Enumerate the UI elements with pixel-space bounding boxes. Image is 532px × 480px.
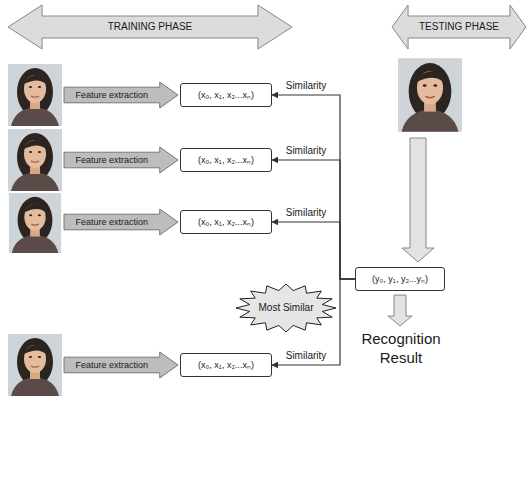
node-text: (x₀, x₁, x₂...xₙ) bbox=[198, 90, 254, 100]
result-label: Recognition Result bbox=[355, 330, 447, 368]
process-arrow: Feature extraction bbox=[64, 352, 178, 378]
face-photo bbox=[8, 334, 62, 396]
fe-shape bbox=[64, 82, 178, 108]
down-arrow bbox=[402, 138, 434, 262]
connector bbox=[272, 95, 355, 279]
face-photo bbox=[8, 129, 62, 191]
process-arrow: Feature extraction bbox=[64, 147, 178, 173]
node-text: Most Similar bbox=[258, 302, 313, 314]
connector bbox=[272, 222, 355, 279]
burst-shape bbox=[236, 284, 336, 332]
fe-shape bbox=[64, 147, 178, 173]
edge-label: Similarity bbox=[284, 350, 329, 361]
feature-vector-box: (x₀, x₁, x₂...xₙ) bbox=[180, 353, 272, 377]
node-text: (y₀, y₁, y₂...yₙ) bbox=[372, 274, 428, 284]
down-arrow bbox=[388, 295, 412, 326]
edge-label: Similarity bbox=[284, 145, 329, 156]
node-text: Feature extraction bbox=[76, 360, 149, 370]
node-text: Feature extraction bbox=[76, 90, 149, 100]
fe-shape bbox=[64, 209, 178, 235]
feature-vector-box: (x₀, x₁, x₂...xₙ) bbox=[180, 148, 272, 172]
node-text: Feature extraction bbox=[76, 155, 149, 165]
starburst-callout: Most Similar bbox=[236, 284, 336, 332]
node-text: TESTING PHASE bbox=[419, 21, 499, 33]
connector bbox=[272, 160, 355, 279]
phase-banner: TESTING PHASE bbox=[392, 5, 526, 49]
test-face-photo bbox=[398, 58, 462, 131]
node-text: (x₀, x₁, x₂...xₙ) bbox=[198, 360, 254, 370]
feature-vector-box: (x₀, x₁, x₂...xₙ) bbox=[180, 210, 272, 234]
process-arrow: Feature extraction bbox=[64, 209, 178, 235]
band-shape bbox=[8, 5, 292, 49]
feature-vector-box: (y₀, y₁, y₂...yₙ) bbox=[355, 267, 445, 291]
node-text: (x₀, x₁, x₂...xₙ) bbox=[198, 155, 254, 165]
node-text: (x₀, x₁, x₂...xₙ) bbox=[198, 217, 254, 227]
face-photo bbox=[8, 64, 62, 126]
node-text: TRAINING PHASE bbox=[108, 21, 192, 33]
band-shape bbox=[392, 5, 526, 49]
feature-vector-box: (x₀, x₁, x₂...xₙ) bbox=[180, 83, 272, 107]
fe-shape bbox=[64, 352, 178, 378]
process-arrow: Feature extraction bbox=[64, 82, 178, 108]
phase-banner: TRAINING PHASE bbox=[8, 5, 292, 49]
node-text: Feature extraction bbox=[76, 217, 149, 227]
face-photo bbox=[9, 193, 61, 253]
edge-label: Similarity bbox=[284, 207, 329, 218]
edge-label: Similarity bbox=[284, 80, 329, 91]
